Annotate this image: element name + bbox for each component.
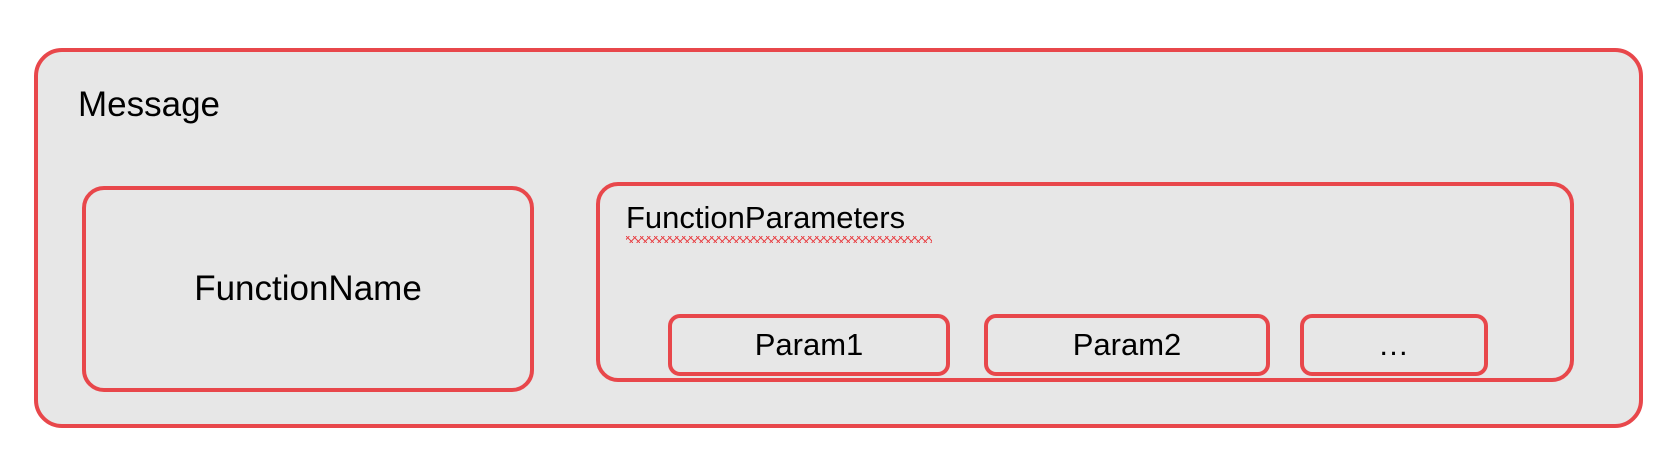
param-box[interactable]: Param1 xyxy=(668,314,950,376)
parameter-boxes-row: Param1 Param2 … xyxy=(600,186,1570,378)
param-label: … xyxy=(1378,327,1410,362)
param-label: Param2 xyxy=(1072,327,1182,362)
message-box-label: Message xyxy=(78,85,221,124)
message-box[interactable]: Message FunctionName FunctionParameters … xyxy=(34,48,1643,428)
param-label: Param1 xyxy=(754,327,864,362)
function-name-box[interactable]: FunctionName xyxy=(82,186,534,392)
function-parameters-label: FunctionParameters xyxy=(626,200,906,235)
function-parameters-box[interactable]: FunctionParameters Param1 Param2 … xyxy=(596,182,1574,382)
function-name-label: FunctionName xyxy=(194,269,422,308)
param-box[interactable]: Param2 xyxy=(984,314,1270,376)
spellcheck-underline-icon xyxy=(626,236,932,243)
param-box-ellipsis[interactable]: … xyxy=(1300,314,1488,376)
